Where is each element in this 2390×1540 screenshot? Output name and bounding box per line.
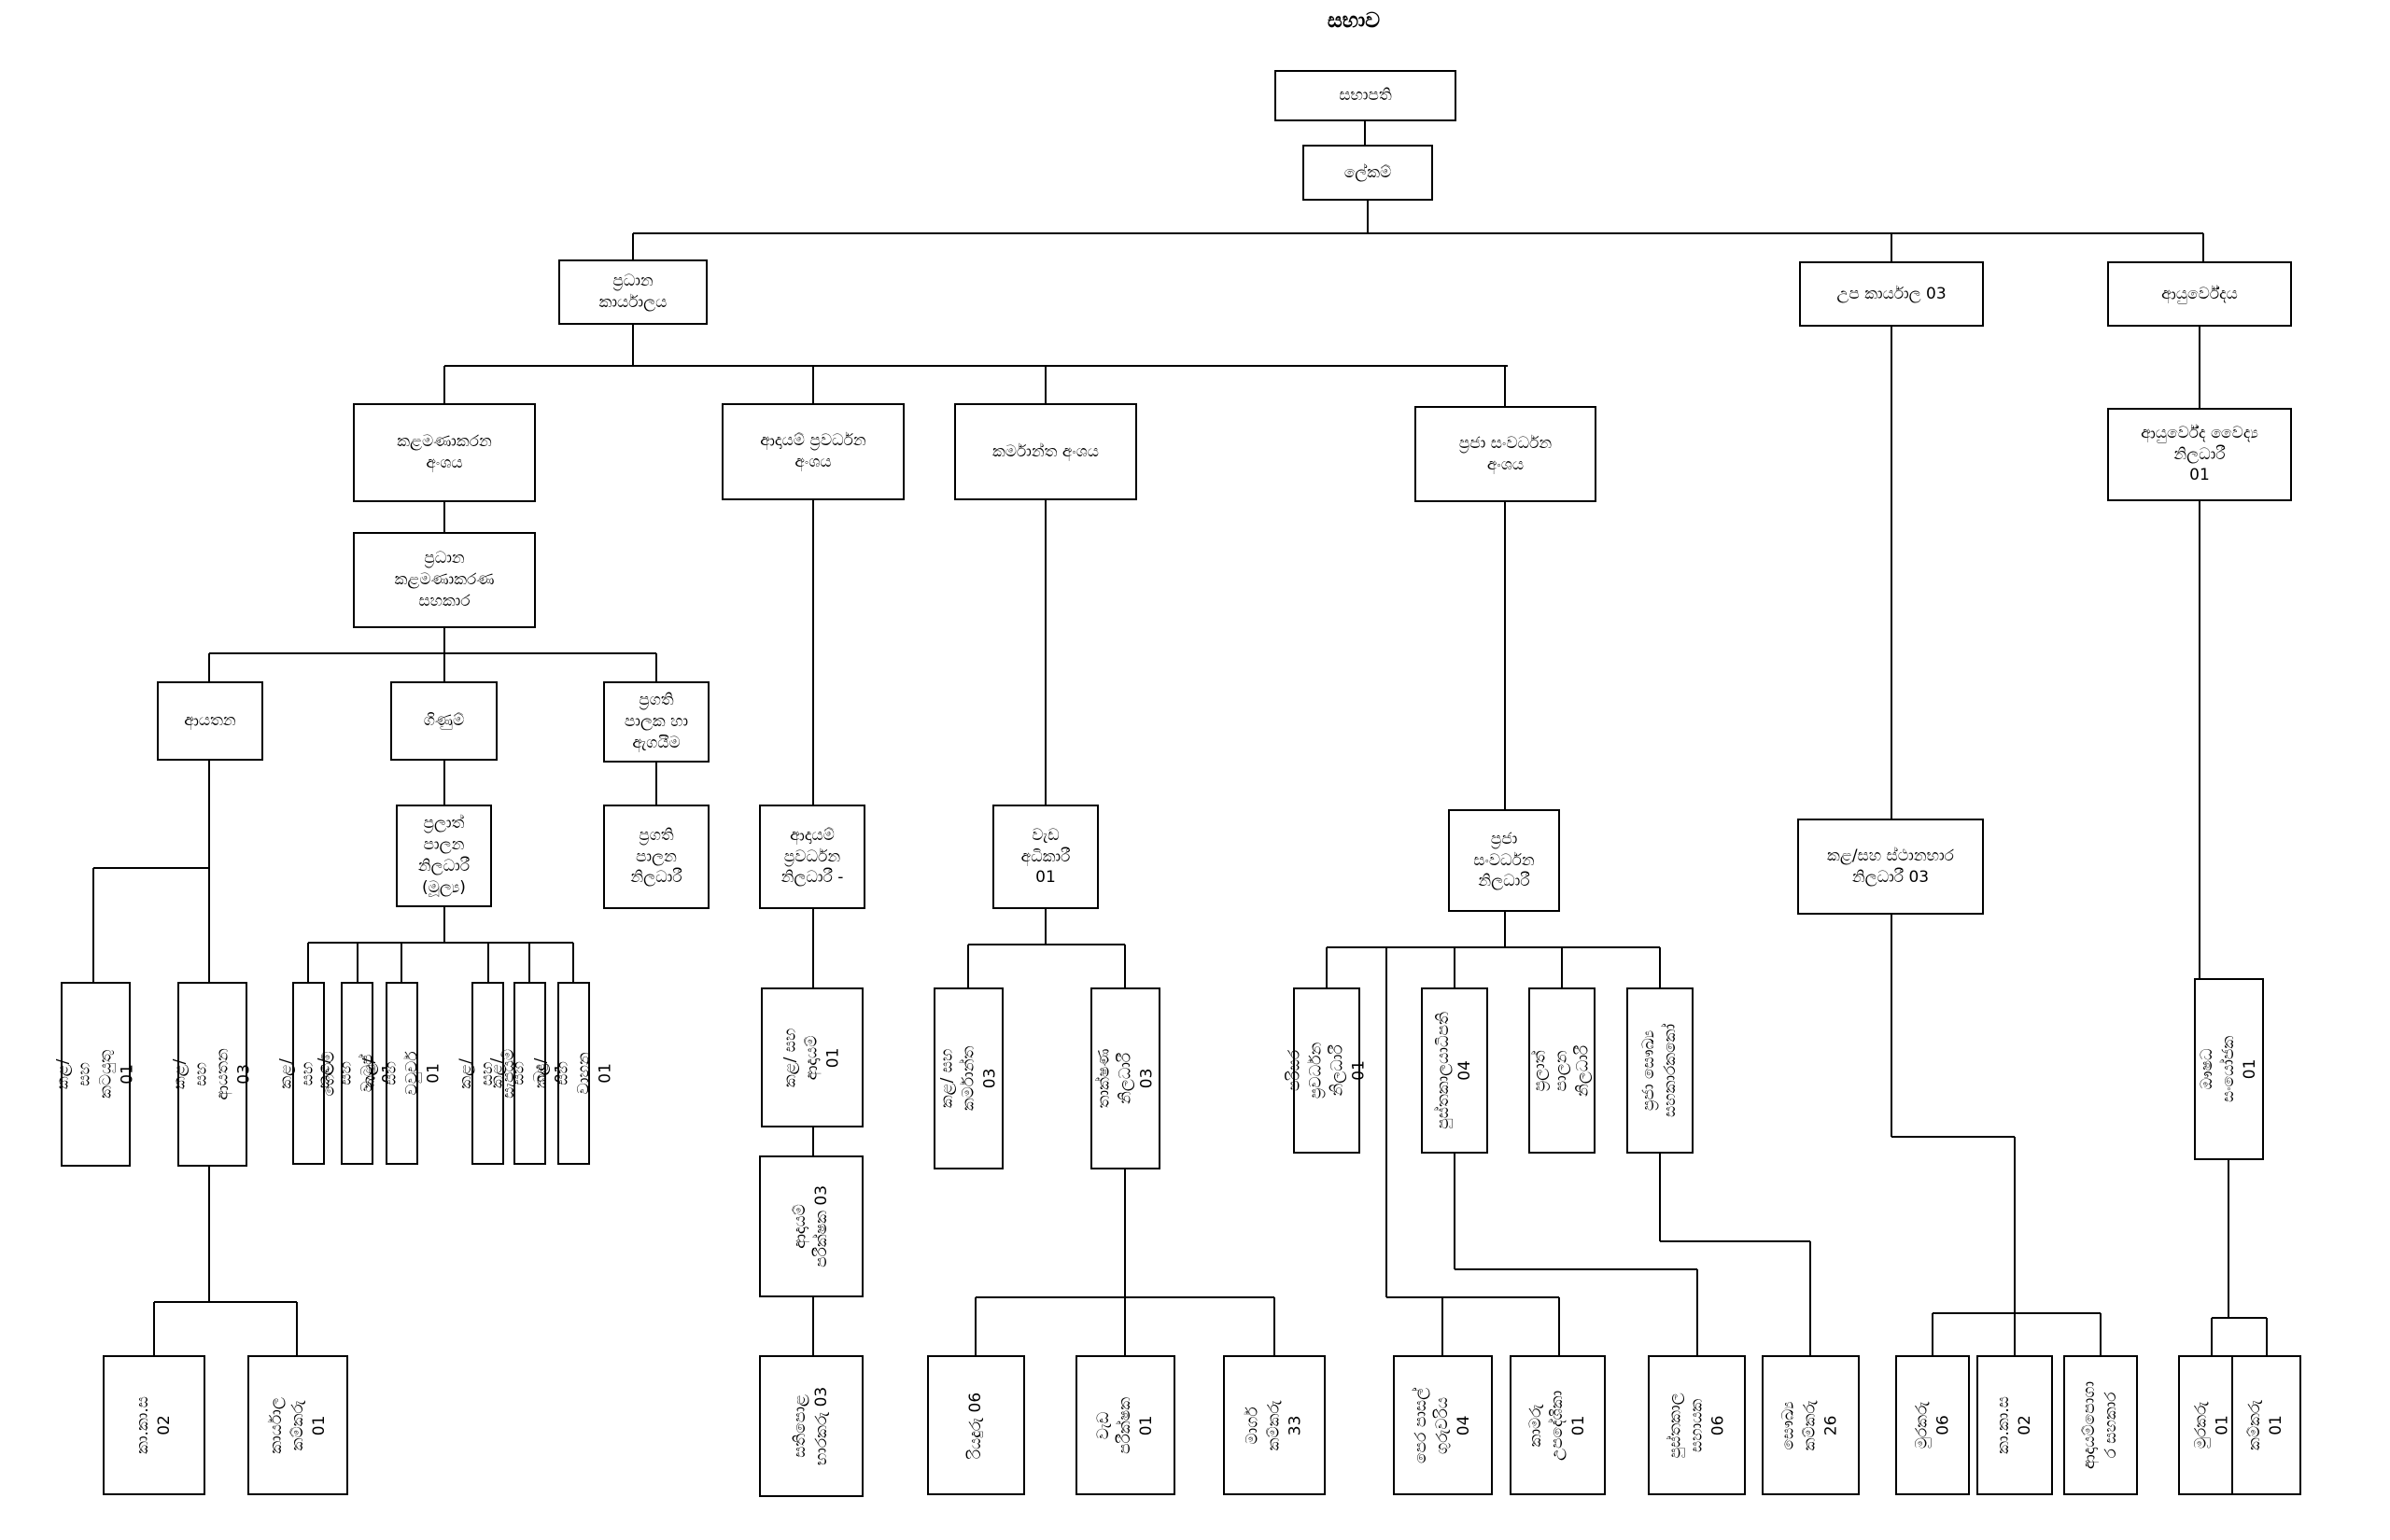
node-env-officer: පරිසර ප්‍රවර්ධන නිලධාරී 01 <box>1285 987 1368 1154</box>
node-dev-officer-finance: ප්‍රලාත් පාලන නිලධාරී (මූල්‍ය) <box>396 805 492 907</box>
node-revenue-division: ආදායම් ප්‍රවර්ධන අංශය <box>722 403 905 500</box>
diagram-title: සභාව <box>1327 9 1381 33</box>
node-secretary: ලේකම් <box>1302 145 1433 201</box>
node-works-superintendent: වැඩ අධිකාරී 01 <box>992 805 1099 909</box>
node-revenue-inspector: ආදායම් පරීක්ෂක 03 <box>759 1155 864 1297</box>
node-progress-monitoring: ප්‍රගති පාලක හා ඇගයීම <box>603 681 710 763</box>
node-revenue-officer: ආදායම් ප්‍රවර්ධන නිලධාරී - <box>759 805 865 909</box>
node-ma-establishment: කළ/ සහ ආයතන 03 <box>171 982 253 1167</box>
node-ma-works: කළ/ සහ කර්මාන්ත 03 <box>934 987 1004 1169</box>
node-office-labourer: කාර්යාල කම්කරු 01 <box>247 1355 348 1495</box>
node-ma-tax: කළ/ සහ බදු 01 <box>488 982 570 1165</box>
node-ma-payments: කළ/ සහ ගෙවීම් <box>277 982 339 1165</box>
node-ma-subject: කළ/ සහ කටයුතු 01 <box>54 982 136 1167</box>
node-labourer-ayurveda: කම්කරු 01 <box>2231 1355 2301 1495</box>
node-ma-stores: කළ/ සහ සැපයුම් <box>457 982 518 1165</box>
node-accounts: ගිණුම් <box>390 681 498 761</box>
node-sub-office: උප කාර්යාල 03 <box>1799 261 1984 327</box>
node-driver: රියදුරු 06 <box>927 1355 1025 1495</box>
node-ayurveda: ආයුර්වේදය <box>2107 261 2292 327</box>
node-works-division: කර්මාන්ත අංශය <box>954 403 1137 500</box>
node-head-office: ප්‍රධාන කාර්යාලය <box>558 259 708 325</box>
node-progress-officer: ප්‍රගති පාලන නිලධාරී <box>603 805 710 909</box>
node-ma-salary: කළ/ සහ වැටුප් 01 <box>316 982 398 1165</box>
node-watcher-sub-office: මුරකරු 06 <box>1895 1355 1970 1495</box>
node-library-attendant: කාමරු උපදේශිකා 01 <box>1510 1355 1606 1495</box>
node-establishment: ආයතන <box>157 681 263 761</box>
node-ma-vouchers: කළ/ සහ වවුචර් 01 <box>360 982 443 1165</box>
node-work-supervisor: වැඩ පරීක්ෂක 01 <box>1076 1355 1175 1495</box>
node-ma-revenue: කළ/ සහ ආදායම් 01 <box>761 987 864 1127</box>
node-mgmt-assistant-sub: කළ/සහ ස්ථානභාර නිලධාරී 03 <box>1797 819 1984 915</box>
node-librarian: පුස්තකාලයාධිපති 04 <box>1421 987 1488 1154</box>
node-community-officer: ප්‍රජා සංවර්ධන නිලධාරී <box>1448 809 1560 912</box>
node-community-division: ප්‍රජා සංවර්ධන අංශය <box>1414 406 1596 502</box>
node-ko-sub-office: කා.කා.ස 02 <box>1976 1355 2053 1495</box>
node-technical-officer: තාක්ෂණ නිලධාරී 03 <box>1090 987 1160 1169</box>
node-chief-mgmt-assistant: ප්‍රධාන කළමණාකරණ සහකාර <box>353 532 536 628</box>
node-health-inspector: ප්‍රජා සෞඛ්‍ය සහකාරකකෝ <box>1626 987 1694 1154</box>
node-ayurveda-doctor: ආයුර්වේද වෛද්‍ය නිලධාරී 01 <box>2107 408 2292 501</box>
node-library-assistant: පුස්තකාල සහායක 06 <box>1648 1355 1746 1495</box>
node-road-labourer: මාර්ග කම්කරු 33 <box>1223 1355 1326 1495</box>
node-library-aide: ආදායම්පොගා ර සහකාර <box>2063 1355 2138 1495</box>
node-fair-collector: සතිපොළ භාරකරු 03 <box>759 1355 864 1497</box>
node-preschool-teacher: පෙර පාසල් ගුරුවරිය 04 <box>1393 1355 1493 1495</box>
node-ma-vehicles: කළ/ සහ වාහන 01 <box>532 982 614 1165</box>
node-health-labourer: සෞඛ්‍ය කම්කරු 26 <box>1762 1355 1860 1495</box>
node-dev-officer-local: ප්‍රලාත් පාලන නිලධාරී <box>1528 987 1596 1154</box>
node-dispenser: ඖෂධ සංයෝජක 01 <box>2194 978 2264 1160</box>
node-ko-admin: කා.කා.ස 02 <box>103 1355 205 1495</box>
node-chairman: සභාපති <box>1274 70 1456 121</box>
node-admin-division: කළමණාකරන අංශය <box>353 403 536 502</box>
